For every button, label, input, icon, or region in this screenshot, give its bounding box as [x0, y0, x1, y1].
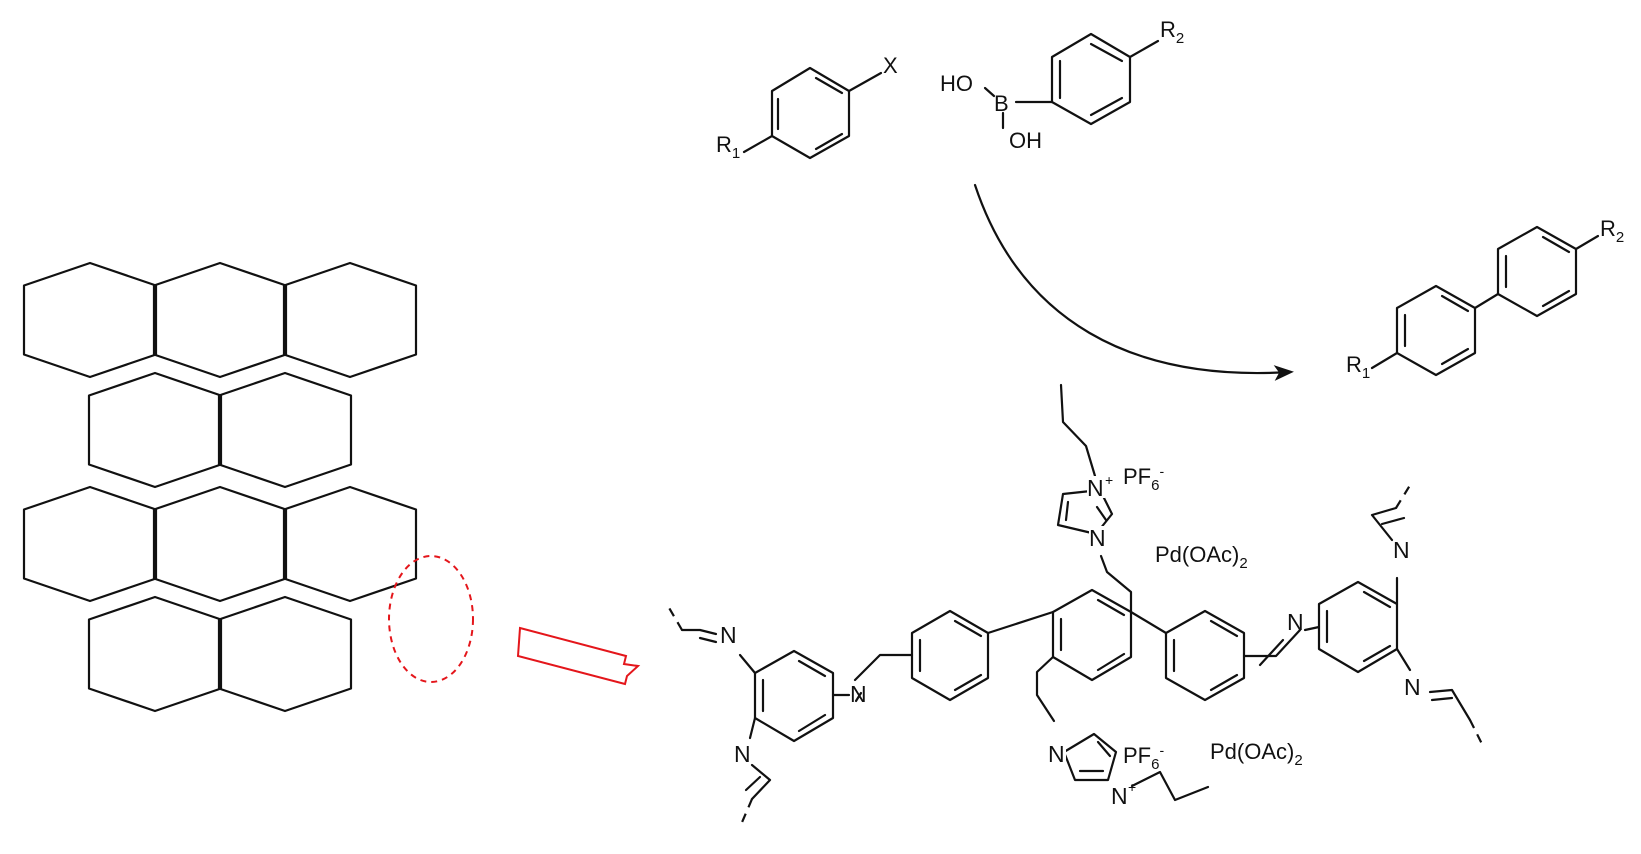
framework-hexagon	[22, 261, 158, 379]
left-lower-n-label: N	[734, 741, 751, 767]
lower-n1-label: N	[1048, 741, 1065, 767]
framework-hexagon	[152, 485, 288, 603]
ho-label: HO	[940, 71, 973, 96]
boronic-acid-reactant: B HO OH R2	[940, 17, 1184, 153]
framework-hexagon-sheet	[22, 261, 418, 713]
framework-hexagon	[217, 371, 353, 489]
r1-label: R1	[716, 132, 740, 162]
right-lower-n-label: N	[1404, 674, 1421, 700]
upper-n3-label: N	[1087, 475, 1104, 501]
highlight-ellipse	[388, 555, 474, 683]
lower-n3-label: N	[1111, 783, 1128, 809]
oh-label: OH	[1009, 128, 1042, 153]
lower-pd-label: Pd(OAc)2	[1210, 739, 1303, 769]
framework-hexagon	[22, 485, 158, 603]
framework-hexagon	[217, 595, 353, 713]
framework-hexagon	[282, 485, 418, 603]
upper-pd-label: Pd(OAc)2	[1155, 542, 1248, 572]
boron-label: B	[994, 91, 1009, 116]
reaction-arrow	[973, 183, 1294, 381]
pd-imidazolium-linker-structure: N N + N N + N N	[667, 383, 1483, 828]
r2-label: R2	[1160, 17, 1184, 47]
framework-hexagon	[87, 371, 223, 489]
upper-n1-label: N	[1089, 525, 1106, 551]
upper-plus-label: +	[1105, 472, 1113, 488]
product-r1-label: R1	[1346, 352, 1370, 382]
right-upper-n-label: N	[1393, 537, 1410, 563]
zoom-arrow	[516, 626, 641, 686]
left-upper-n-label: N	[720, 622, 737, 648]
framework-hexagon	[87, 595, 223, 713]
lower-pf6-label: PF6-	[1123, 742, 1164, 773]
upper-pf6-label: PF6-	[1123, 463, 1164, 494]
left-imine-n-label: N	[850, 681, 867, 707]
aryl-halide-reactant: X R1	[716, 53, 898, 162]
x-label: X	[883, 53, 898, 78]
framework-hexagon	[282, 261, 418, 379]
framework-hexagon	[152, 261, 288, 379]
product-r2-label: R2	[1600, 216, 1624, 246]
biphenyl-product: R2 R1	[1346, 216, 1624, 382]
lower-plus-label: +	[1128, 779, 1136, 795]
right-imine-n-label: N	[1287, 609, 1304, 635]
